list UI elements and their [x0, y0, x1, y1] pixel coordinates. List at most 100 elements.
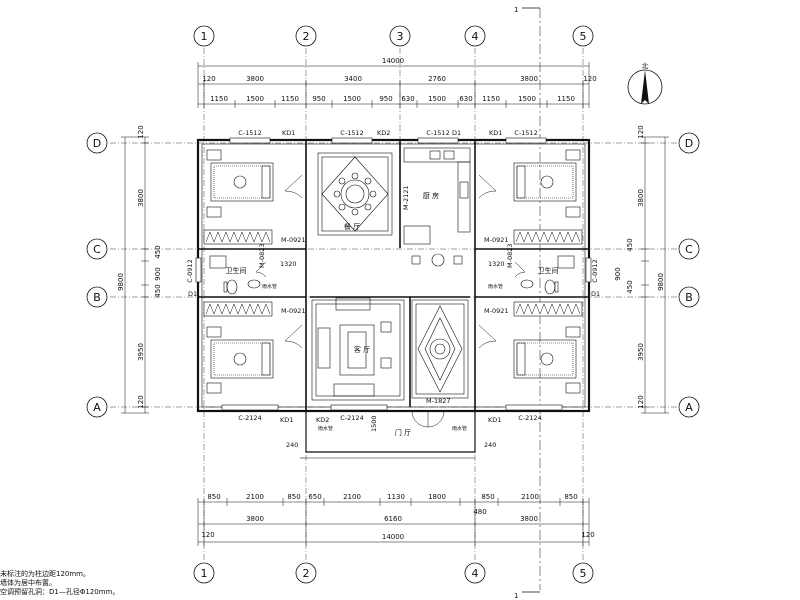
dim-bot-r2-0: 3800	[246, 515, 264, 523]
label-d1-right: D1	[591, 290, 600, 298]
window-side-right: C-0912	[591, 259, 599, 282]
bedroom-furniture	[203, 149, 583, 394]
dim-porch-w: 240	[286, 441, 298, 449]
dim-bot-r1-0: 850	[207, 493, 220, 501]
dim-bot-r1-4: 2100	[343, 493, 361, 501]
label-kd2-top: KD2	[377, 129, 390, 137]
room-names: 餐 厅 厨 房 客 厅 卫生间 卫生间 门 厅	[226, 191, 559, 437]
axis-label-row-a-right: A	[685, 401, 693, 414]
label-m1827: M-1827	[426, 397, 451, 405]
door-labels: KD1 KD2 D1 KD1 M-0921 M-0921 M-0921 M-09…	[188, 129, 600, 424]
room-porch: 门 厅	[395, 428, 411, 437]
top-dimension-ticks	[197, 62, 590, 108]
carpet-pattern	[411, 299, 469, 399]
label-m2121: M-2121	[402, 186, 410, 211]
room-kitchen: 厨 房	[423, 191, 439, 200]
side-dimension-texts: 9800 9800 120 3800 450 900 450 3950 120 …	[117, 125, 665, 408]
dim-top-r2-3: 2760	[428, 75, 446, 83]
label-kd2-bottom: KD2	[316, 416, 329, 424]
dim-top-r3-3: 950	[312, 95, 325, 103]
window-top-1: C-1512	[238, 129, 261, 137]
dim-bot-r1-3: 650	[308, 493, 321, 501]
label-reserve-porch-right: 雨水管	[452, 425, 467, 432]
dim-bot-mid: 480	[473, 508, 486, 516]
label-kd1-bottom-left: KD1	[280, 416, 293, 424]
label-kd1-top-right: KD1	[489, 129, 502, 137]
bathroom-fixtures	[209, 255, 575, 295]
interior-walls	[198, 140, 589, 411]
room-dining: 餐 厅	[344, 222, 360, 231]
dim-right-seg-5: 3950	[637, 343, 645, 361]
note-line-1: 未标注的为柱边距120mm。	[0, 570, 90, 578]
drawing-notes: 未标注的为柱边距120mm。 墙体为居中布置。 空调预留孔洞：D1—孔径Φ120…	[0, 570, 200, 597]
dim-top-r3-6: 630	[401, 95, 414, 103]
dim-top-r3-10: 1500	[518, 95, 536, 103]
dim-top-r3-8: 630	[459, 95, 472, 103]
dim-bot-r1-6: 1800	[428, 493, 446, 501]
axis-label-col-2: 2	[303, 30, 310, 43]
dim-left-seg-3: 900	[154, 267, 162, 280]
dim-top-r2-5: 120	[583, 75, 596, 83]
dim-top-r3-2: 1150	[281, 95, 299, 103]
dim-bot-edge-0: 120	[201, 531, 214, 539]
north-label: 北	[642, 62, 649, 70]
door-swings	[255, 174, 526, 428]
top-dimension-texts: 14000 120 3800 3400 2760 3800 120 1150 1…	[202, 57, 596, 103]
outer-wall-inner-lines	[201, 143, 586, 408]
dim-right-seg-6: 120	[637, 395, 645, 408]
axis-label-row-b-right: B	[685, 291, 693, 304]
dim-left-seg-4: 450	[154, 284, 162, 297]
label-m0921-4: M-0921	[484, 307, 509, 315]
dim-left-seg-5: 3950	[137, 343, 145, 361]
axis-label-row-a: A	[93, 401, 101, 414]
dim-right-seg-4: 450	[626, 280, 634, 293]
axis-label-col-5-bottom: 5	[580, 567, 587, 580]
dim-right-seg-0: 120	[637, 125, 645, 138]
dim-right-seg-3: 900	[614, 267, 622, 280]
label-d1-left: D1	[188, 290, 197, 298]
window-top-4: C-1512	[514, 129, 537, 137]
label-kd1-bottom-right: KD1	[488, 416, 501, 424]
axis-bubbles	[86, 25, 700, 584]
dim-bot-edge-1: 120	[581, 531, 594, 539]
label-reserve-right: 雨水管	[488, 283, 503, 290]
axis-label-col-3: 3	[397, 30, 404, 43]
porch-outline	[300, 411, 476, 459]
bottom-dimension-lines	[198, 501, 589, 543]
axis-label-row-b: B	[93, 291, 101, 304]
label-kd1-top-left: KD1	[282, 129, 295, 137]
dim-top-r2-4: 3800	[520, 75, 538, 83]
label-reserve-left: 雨水管	[262, 283, 277, 290]
dim-top-r2-0: 120	[202, 75, 215, 83]
label-m0921-1: M-0921	[281, 236, 306, 244]
axis-label-col-2-bottom: 2	[303, 567, 310, 580]
outer-walls	[196, 138, 591, 413]
label-m0823-left: M-0823	[258, 244, 266, 269]
label-m0921-2: M-0921	[484, 236, 509, 244]
axis-label-row-c-right: C	[685, 243, 693, 256]
dim-top-r3-1: 1500	[246, 95, 264, 103]
section-mark-top: 1	[514, 6, 518, 14]
window-bottom-2: C-2124	[340, 414, 363, 422]
dim-left-seg-2: 450	[154, 245, 162, 258]
note-line-2: 墙体为居中布置。	[0, 579, 56, 587]
axis-label-col-1-bottom: 1	[201, 567, 208, 580]
top-dimension-lines	[198, 65, 589, 105]
dim-bot-total: 14000	[382, 533, 404, 541]
living-furniture	[311, 297, 405, 401]
window-side-left: C-0912	[186, 259, 194, 282]
dim-porch-w2: 240	[484, 441, 496, 449]
dim-bot-r2-1: 6160	[384, 515, 402, 523]
dim-bot-r1-7: 850	[481, 493, 494, 501]
window-top-3: C-1512	[426, 129, 449, 137]
side-dimension-lines	[121, 136, 669, 414]
axis-labels: 1 2 3 4 5 1 2 4 5 D C B A D C B A	[93, 30, 693, 580]
reserve-labels: 雨水管 雨水管 雨水管 雨水管	[262, 283, 503, 432]
label-reserve-porch-left: 雨水管	[318, 425, 333, 432]
dining-furniture	[317, 152, 393, 236]
bottom-dimension-texts: 850 2100 850 650 2100 1130 1800 850 2100…	[201, 493, 594, 541]
dim-left-seg-0: 120	[137, 125, 145, 138]
north-arrow-icon	[627, 69, 663, 105]
section-mark-bottom: 1	[514, 592, 518, 600]
